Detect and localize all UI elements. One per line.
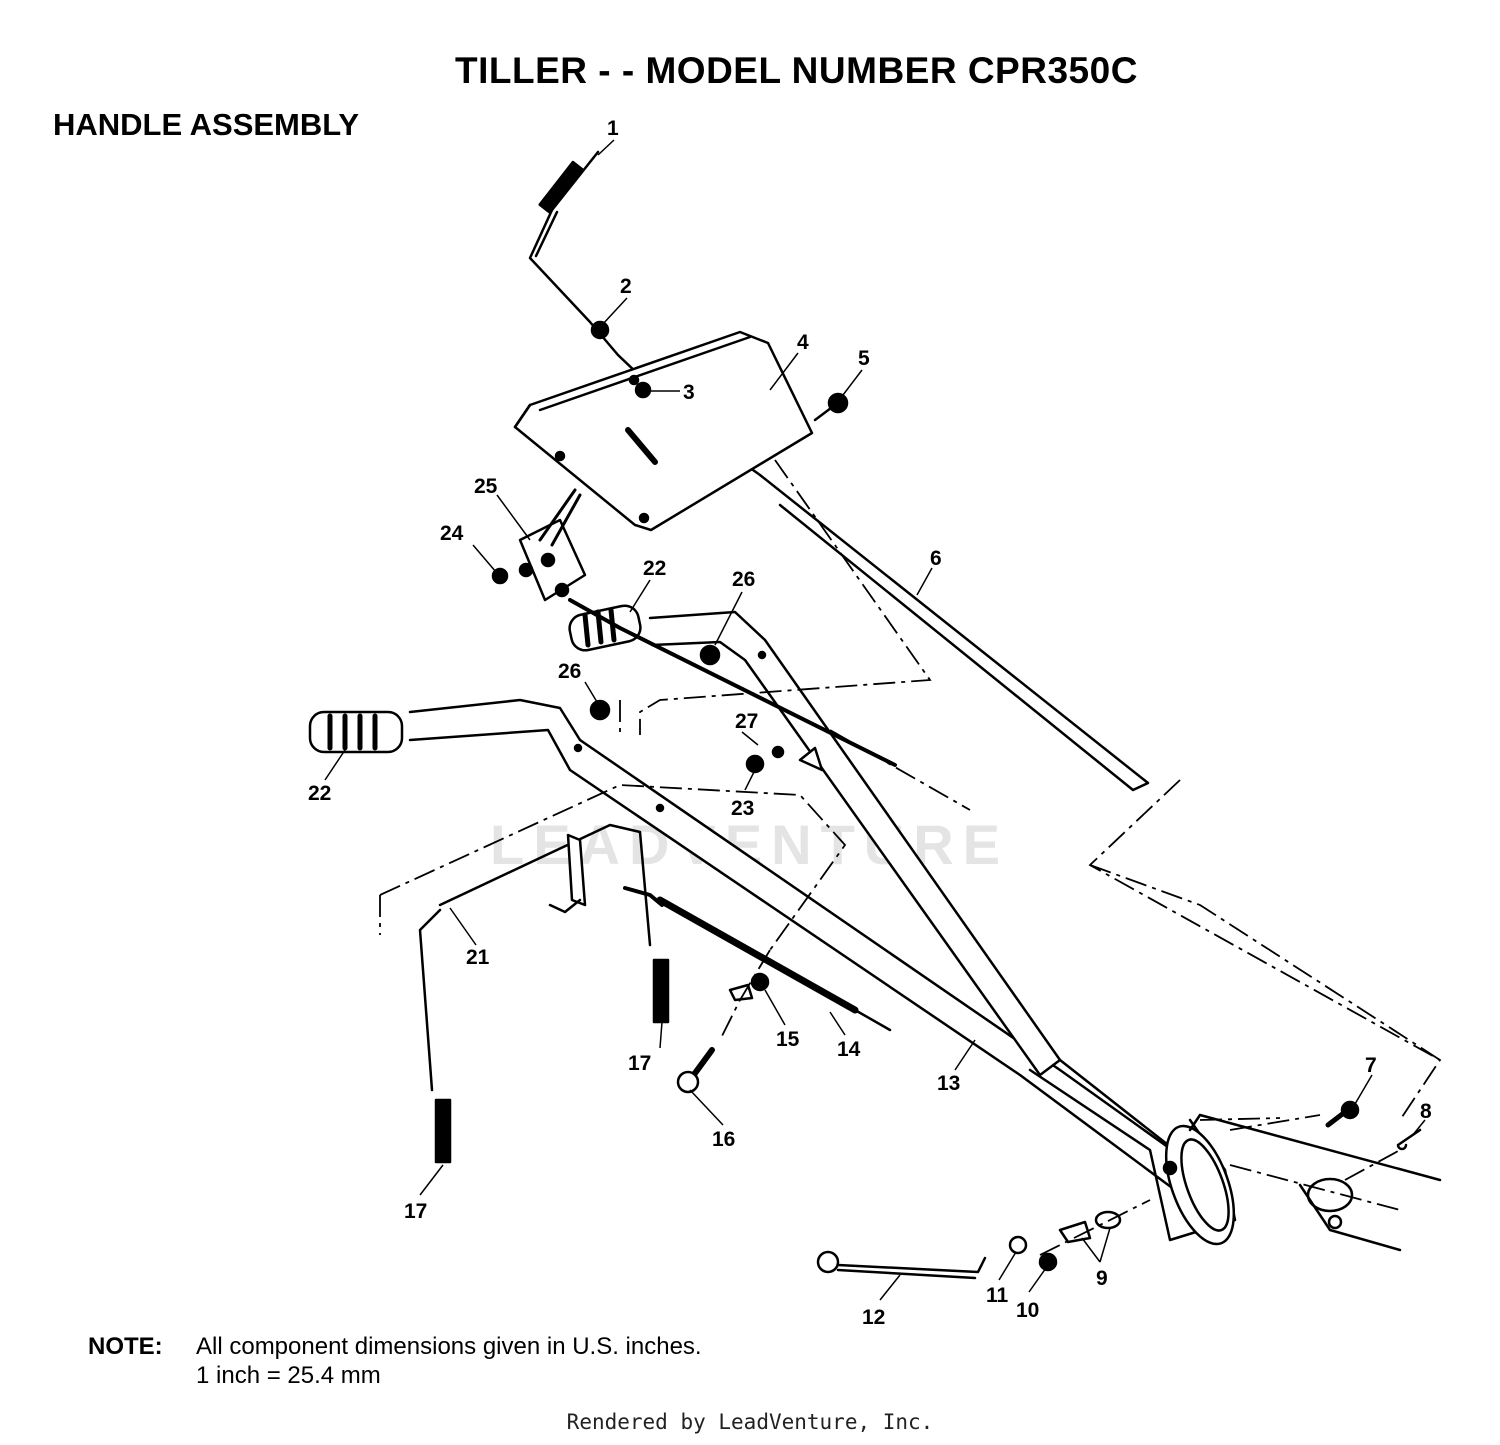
grip-right (568, 604, 642, 652)
clip-27 (771, 745, 785, 759)
callout-2: 2 (620, 275, 632, 298)
spring-17-upper (652, 958, 670, 1024)
note-line-1: All component dimensions given in U.S. i… (196, 1333, 702, 1360)
note-label: NOTE: (88, 1333, 163, 1360)
callout-25: 25 (474, 475, 498, 498)
cable-14 (656, 896, 859, 1014)
cable-guide (798, 746, 824, 772)
callout-10: 10 (1016, 1299, 1039, 1322)
page-title: TILLER - - MODEL NUMBER CPR350C (455, 50, 1138, 91)
callout-8: 8 (1420, 1100, 1432, 1123)
control-cable (568, 598, 897, 767)
shield-plate (513, 330, 814, 532)
bolt-5 (813, 392, 849, 422)
callout-24: 24 (440, 522, 464, 545)
spacer-9 (1058, 1220, 1092, 1244)
grip-left (308, 710, 404, 754)
mount-bracket (1188, 1113, 1442, 1252)
callout-5: 5 (858, 347, 870, 370)
note-line-2: 1 inch = 25.4 mm (196, 1362, 381, 1389)
clip-15 (750, 972, 770, 992)
callout-6: 6 (930, 547, 942, 570)
depth-bar (418, 823, 664, 1092)
adjust-lever (816, 1250, 987, 1280)
pin-8 (1396, 1128, 1422, 1151)
callout-22-left: 22 (308, 782, 331, 805)
rod-nut (590, 320, 610, 340)
callout-23: 23 (731, 797, 754, 820)
washer-11 (1008, 1235, 1028, 1255)
nut-26-lower (589, 699, 611, 721)
callout-7: 7 (1365, 1054, 1377, 1077)
note-block: NOTE: All component dimensions given in U… (88, 1332, 702, 1390)
spring-17-lower (434, 1098, 452, 1164)
callout-9: 9 (1096, 1267, 1108, 1290)
callout-22-right: 22 (643, 557, 666, 580)
callout-27: 27 (735, 710, 758, 733)
callout-26-upper: 26 (732, 568, 755, 591)
section-title: HANDLE ASSEMBLY (53, 107, 360, 142)
callout-26-lower: 26 (558, 660, 581, 683)
callout-11: 11 (986, 1284, 1009, 1307)
washer-9 (1094, 1210, 1122, 1230)
callout-17-upper: 17 (628, 1052, 651, 1075)
callout-1: 1 (607, 117, 619, 140)
bolt-7 (1325, 1100, 1360, 1128)
callout-21: 21 (466, 946, 490, 969)
callout-17-lower: 17 (404, 1200, 427, 1223)
footer-credit: Rendered by LeadVenture, Inc. (566, 1410, 934, 1434)
callout-13: 13 (937, 1072, 960, 1095)
handle-frame (408, 610, 1237, 1246)
nut-10 (1038, 1252, 1058, 1272)
nut-24 (491, 567, 509, 585)
callout-15: 15 (776, 1028, 800, 1051)
callout-14: 14 (837, 1038, 861, 1061)
bolt-16 (676, 1047, 715, 1094)
clutch-bracket (518, 488, 587, 602)
callout-12: 12 (862, 1306, 885, 1329)
callout-4: 4 (797, 331, 809, 354)
callout-3: 3 (683, 381, 695, 404)
nut-26-upper (699, 644, 721, 666)
nut-23 (745, 754, 765, 774)
callout-16: 16 (712, 1128, 735, 1151)
